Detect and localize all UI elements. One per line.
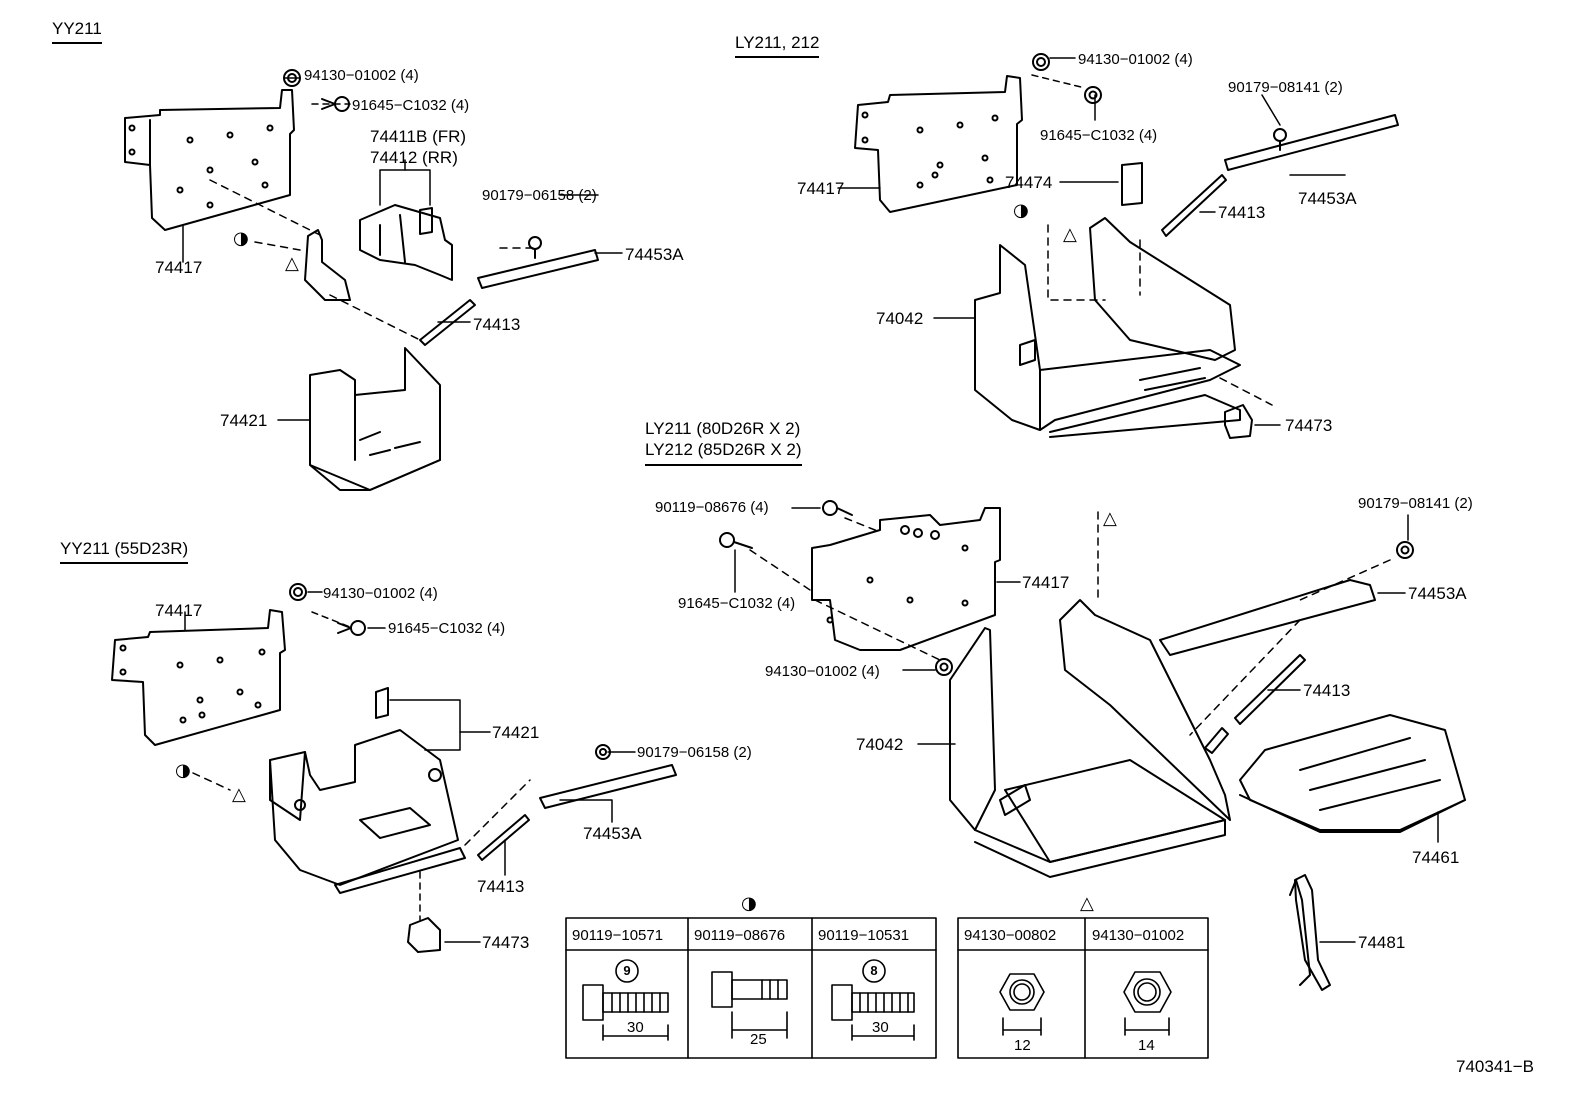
bolt-length: 30	[627, 1019, 644, 1036]
part-label: 94130−01002 (4)	[1078, 51, 1193, 68]
q3-stopper	[407, 917, 441, 953]
part-label: 74421	[220, 411, 268, 430]
nut-drawings	[999, 971, 1172, 1036]
section-title-line-1: LY211 (80D26R X 2)	[645, 419, 801, 438]
q3-mounting-plate	[111, 609, 286, 746]
part-label: 94130−01002 (4)	[304, 67, 419, 84]
part-label: 74453A	[1408, 584, 1467, 603]
part-label: 74474	[1005, 173, 1053, 192]
part-label: 74473	[482, 933, 530, 952]
part-label: 94130−01002 (4)	[765, 663, 880, 680]
part-label: 90119−08676 (4)	[655, 499, 769, 516]
part-label: 74481	[1358, 933, 1406, 952]
part-label: 91645−C1032 (4)	[678, 595, 796, 612]
part-label: 74411B (FR)	[370, 127, 467, 146]
q3-fasteners	[289, 583, 611, 760]
q4-clamp-rod	[1159, 579, 1376, 725]
q3-tray	[269, 687, 466, 894]
half-circle-icon: ◑	[741, 893, 757, 914]
triangle-icon: △	[1063, 224, 1077, 245]
section-header-ly211-212: LY211, 212	[735, 32, 819, 58]
half-circle-icon: ◑	[233, 228, 249, 249]
q4-battery-carrier	[949, 599, 1231, 878]
q1-brackets	[304, 204, 453, 301]
part-label: 91645−C1032 (4)	[352, 97, 470, 114]
q2-battery-carrier	[974, 217, 1241, 438]
q2-mounting-plate	[854, 75, 1023, 213]
section-header-yy211-55d23r: YY211 (55D23R)	[60, 538, 188, 564]
q1-tray	[309, 347, 441, 491]
part-label: 74413	[473, 315, 521, 334]
part-label: 74461	[1412, 848, 1460, 867]
part-label: 91645−C1032 (4)	[388, 620, 506, 637]
diagram-code: 740341−B	[1456, 1057, 1534, 1076]
nut-part-number: 94130−01002	[1092, 927, 1185, 944]
q3-leader-lines	[184, 591, 636, 943]
part-label: 74417	[155, 258, 203, 277]
q2-pad	[1121, 162, 1143, 206]
q2-leader-lines	[837, 57, 1346, 426]
part-label: 94130−01002 (4)	[323, 585, 438, 602]
part-label: 74421	[492, 723, 540, 742]
q2-clamp-rod	[1161, 114, 1399, 237]
triangle-icon: △	[285, 253, 299, 274]
part-label: 74453A	[583, 824, 642, 843]
part-label: 74042	[856, 735, 904, 754]
nut-table-frame	[957, 917, 1209, 1059]
bolt-part-number: 90119−10531	[818, 927, 910, 944]
part-label: 74413	[1303, 681, 1351, 700]
section-title-line-2: LY212 (85D26R X 2)	[645, 440, 802, 460]
section-header-ly-twin: LY211 (80D26R X 2) LY212 (85D26R X 2)	[645, 418, 802, 466]
q4-mounting-plate	[811, 507, 1001, 651]
bolt-table-frame	[565, 917, 937, 1059]
bolt-part-number: 90119−08676	[694, 927, 786, 944]
head-mark-9: 9	[623, 963, 631, 978]
part-label: 74417	[1022, 573, 1070, 592]
nut-size: 14	[1138, 1037, 1155, 1054]
q3-clamp-rod	[477, 764, 677, 861]
q1-clamp-rod	[419, 249, 599, 346]
bolt-drawings	[582, 959, 915, 1041]
q2-fasteners	[1032, 53, 1287, 151]
half-circle-icon: ◑	[1013, 200, 1029, 221]
q4-fasteners	[719, 500, 1414, 676]
part-label: 74473	[1285, 416, 1333, 435]
part-label: 90179−06158 (2)	[637, 744, 752, 761]
part-label: 74453A	[625, 245, 684, 264]
q4-hook	[1289, 874, 1331, 991]
part-label: 74413	[1218, 203, 1266, 222]
q2-stopper	[1224, 404, 1253, 439]
head-mark-8: 8	[870, 963, 878, 978]
part-label: 74417	[797, 179, 845, 198]
nut-size: 12	[1014, 1037, 1031, 1054]
part-label: 74417	[155, 601, 203, 620]
section-title: YY211 (55D23R)	[60, 539, 189, 558]
part-label: 74453A	[1298, 189, 1357, 208]
part-label: 90179−08141 (2)	[1358, 495, 1473, 512]
part-label: 74042	[876, 309, 924, 328]
nut-part-number: 94130−00802	[964, 927, 1057, 944]
bolt-part-number: 90119−10571	[572, 927, 664, 944]
triangle-icon: △	[1080, 893, 1094, 914]
bolt-length: 25	[750, 1031, 767, 1048]
q1-mounting-plate	[124, 89, 295, 231]
part-label: 74413	[477, 877, 525, 896]
section-header-yy211: YY211	[52, 18, 102, 44]
part-label: 90179−06158 (2)	[482, 187, 597, 204]
q1-fasteners	[283, 69, 542, 259]
q4-battery-cover	[1239, 714, 1466, 833]
bolt-length: 30	[872, 1019, 889, 1036]
triangle-icon: △	[232, 784, 246, 805]
q4-leader-lines	[734, 507, 1439, 943]
q1-leader-lines	[182, 77, 623, 421]
part-label: 90179−08141 (2)	[1228, 79, 1343, 96]
triangle-icon: △	[1103, 508, 1117, 529]
half-circle-icon: ◑	[175, 760, 191, 781]
section-title: YY211	[52, 19, 102, 38]
part-label: 91645−C1032 (4)	[1040, 127, 1158, 144]
section-title: LY211, 212	[735, 33, 820, 52]
part-label: 74412 (RR)	[370, 148, 458, 167]
